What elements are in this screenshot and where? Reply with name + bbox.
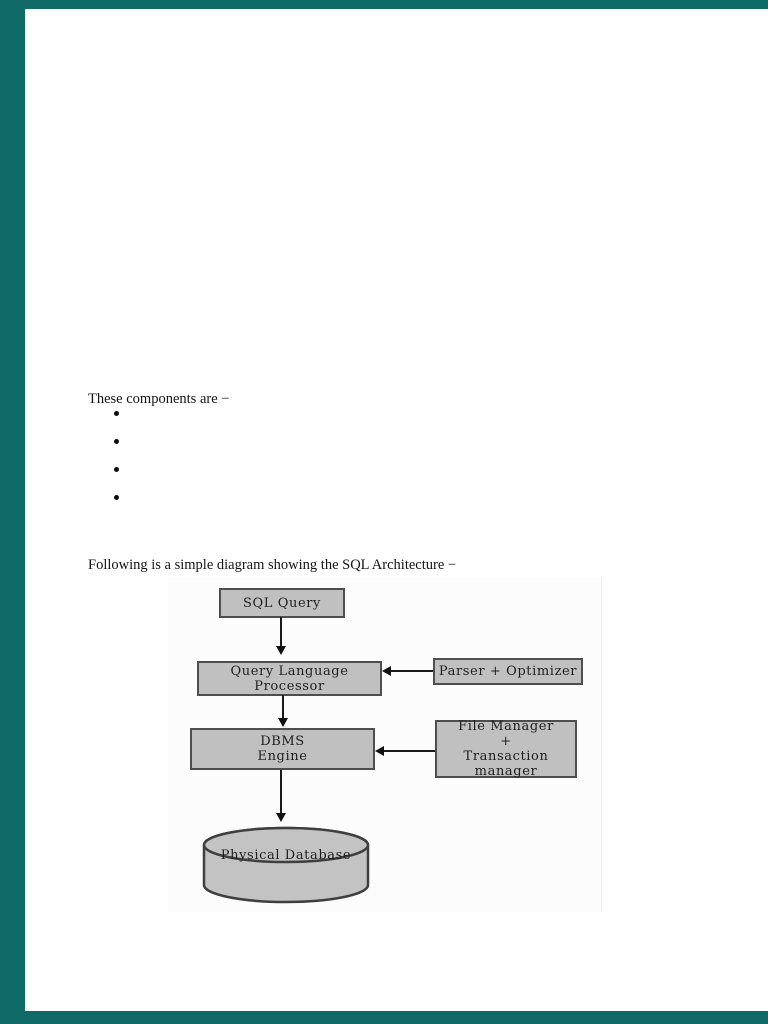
diagram-box-file-manager: File Manager + Transaction manager — [435, 719, 577, 779]
diagram-box-query-language-processor: Query Language Processor — [197, 661, 382, 696]
box-label: + — [500, 734, 512, 749]
arrow-line — [280, 770, 282, 813]
diagram-box-parser-optimizer: Parser + Optimizer — [433, 658, 583, 685]
diagram-box-dbms-engine: DBMS Engine — [190, 728, 375, 770]
bullet-icon — [114, 495, 119, 500]
diagram-caption: Following is a simple diagram showing th… — [88, 556, 457, 573]
diagram-label-physical-database: Physical Database — [220, 848, 352, 863]
box-label: Transaction manager — [463, 749, 549, 779]
diagram-box-sql-query: SQL Query — [219, 588, 345, 618]
box-label: Engine — [257, 749, 308, 764]
box-label: DBMS — [260, 734, 305, 749]
arrow-line — [280, 617, 282, 646]
viewer-frame-bottom — [0, 1011, 768, 1024]
bullet-icon — [114, 411, 119, 416]
sql-architecture-diagram: SQL Query Query Language Processor Parse… — [168, 578, 602, 912]
box-label: SQL Query — [242, 595, 321, 611]
arrow-line — [282, 695, 284, 718]
arrow-down-icon — [276, 646, 286, 655]
arrow-line — [384, 750, 435, 752]
arrow-line — [391, 670, 433, 672]
database-cylinder-icon — [202, 826, 370, 904]
box-label: Parser + Optimizer — [438, 664, 578, 679]
arrow-down-icon — [276, 813, 286, 822]
arrow-left-icon — [382, 666, 391, 676]
viewer-frame-left — [0, 0, 25, 1024]
viewer-frame-top — [0, 0, 768, 9]
bullet-icon — [114, 439, 119, 444]
intro-text: These components are − — [88, 390, 230, 407]
bullet-icon — [114, 467, 119, 472]
box-label: Query Language — [230, 663, 349, 679]
box-label: Processor — [254, 678, 325, 694]
arrow-down-icon — [278, 718, 288, 727]
box-label: File Manager — [458, 719, 554, 734]
cylinder-top — [202, 826, 370, 864]
arrow-left-icon — [375, 746, 384, 756]
